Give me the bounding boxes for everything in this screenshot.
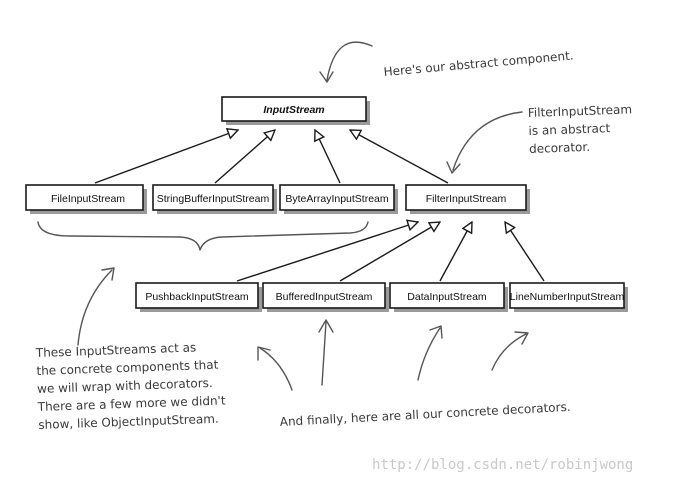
class-label-bufferedinputstream: BufferedInputStream — [276, 291, 373, 303]
class-label-inputstream: InputStream — [263, 104, 324, 116]
note-concrete-components: These InputStreams act as the concrete c… — [35, 339, 231, 432]
class-label-bytearrayinputstream: ByteArrayInputStream — [285, 193, 389, 205]
class-label-pushbackinputstream: PushbackInputStream — [145, 291, 249, 303]
curly-brace — [37, 221, 369, 251]
arrow-to-concrete-components-head — [101, 267, 115, 281]
class-box-pushbackinputstream: PushbackInputStream — [135, 282, 262, 312]
arrow-to-filterinputstream — [452, 111, 523, 171]
arrow-to-filterinputstream-head — [446, 161, 461, 174]
class-label-datainputstream: DataInputStream — [407, 291, 487, 303]
edge-buffered-to-filter — [339, 222, 440, 282]
edge-pushback-to-filter — [236, 222, 418, 282]
class-label-stringbufferinputstream: StringBufferInputStream — [157, 193, 270, 205]
arrow-to-linenumber — [491, 333, 527, 371]
class-label-fileinputstream: FileInputStream — [51, 193, 125, 205]
class-box-fileinputstream: FileInputStream — [25, 184, 147, 214]
class-label-linenumberinputstream: LineNumberInputStream — [510, 291, 625, 303]
class-box-filterinputstream: FilterInputStream — [405, 184, 530, 214]
class-box-bufferedinputstream: BufferedInputStream — [262, 282, 389, 312]
arrow-to-linenumber-head — [514, 331, 529, 345]
edge-filter-to-inputstream — [350, 130, 449, 184]
class-box-bytearrayinputstream: ByteArrayInputStream — [279, 184, 398, 214]
arrow-to-data — [417, 327, 441, 381]
edge-stringbuffer-to-inputstream — [214, 130, 275, 184]
edge-bytearray-to-inputstream — [315, 130, 341, 184]
arrow-to-buffered — [321, 321, 327, 386]
arrow-to-pushback-head — [257, 346, 271, 361]
class-label-filterinputstream: FilterInputStream — [426, 193, 507, 205]
watermark-url: http://blog.csdn.net/robinjwong — [372, 457, 633, 473]
edge-file-to-inputstream — [94, 130, 238, 184]
arrow-to-inputstream — [326, 41, 373, 81]
arrow-to-buffered-head — [318, 319, 334, 333]
class-box-stringbufferinputstream: StringBufferInputStream — [152, 184, 277, 214]
edge-linenumber-to-filter — [505, 222, 545, 282]
edge-data-to-filter — [439, 222, 472, 282]
class-box-datainputstream: DataInputStream — [389, 282, 508, 312]
note-concrete-decorators: And finally, here are all our concrete d… — [279, 400, 570, 429]
note-abstract-decorator: FilterInputStream is an abstract decorat… — [528, 102, 638, 156]
class-box-linenumberinputstream: LineNumberInputStream — [509, 282, 628, 312]
arrow-to-data-head — [429, 325, 443, 339]
class-box-inputstream: InputStream — [221, 96, 370, 125]
arrow-to-pushback — [259, 347, 293, 391]
arrow-to-inputstream-head — [319, 71, 334, 83]
note-abstract-component: Here's our abstract component. — [383, 48, 574, 79]
arrow-to-concrete-components — [77, 269, 113, 346]
